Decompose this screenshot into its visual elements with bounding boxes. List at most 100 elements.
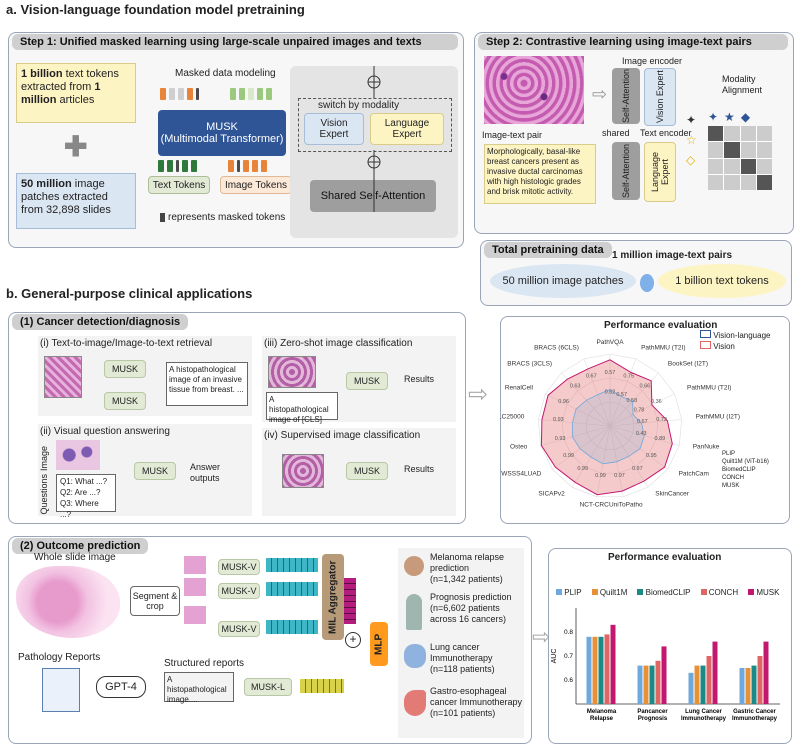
pairs-label: 1 million image-text pairs xyxy=(612,250,733,261)
radar-spoke xyxy=(609,358,637,427)
section-a-title: a. Vision-language foundation model pret… xyxy=(6,2,305,17)
task-3: Lung cancer Immunotherapy(n=118 patients… xyxy=(430,642,495,674)
vqa-image-label: Image xyxy=(39,446,49,472)
radar-value-label: 0.58 xyxy=(626,398,637,404)
radar-value-label: 0.97 xyxy=(614,473,625,479)
musk-l: MUSK-L xyxy=(244,678,292,696)
radar-value-label: 0.67 xyxy=(586,374,597,380)
radar-value-label: 0.93 xyxy=(555,436,566,442)
vision-expert-box: Vision Expert xyxy=(304,113,364,145)
bar-plip xyxy=(637,665,643,704)
zero-shot-title: (iii) Zero-shot image classification xyxy=(264,338,413,349)
self-attention-txt: Self-Attention xyxy=(612,142,640,200)
radar-spoke xyxy=(561,372,611,427)
plus-icon: ✚ xyxy=(64,131,88,162)
lungs-icon xyxy=(404,644,426,668)
bar-conch xyxy=(706,656,712,704)
pair-label: Image-text pair xyxy=(482,130,543,140)
radar-spoke xyxy=(571,425,611,488)
bar-conch xyxy=(757,656,763,704)
drop-icon xyxy=(640,274,654,292)
radar-spoke xyxy=(538,419,611,427)
radar-axis-label: LC25000 xyxy=(500,413,525,420)
radar-spoke xyxy=(609,393,675,427)
section-b-title: b. General-purpose clinical applications xyxy=(6,286,253,301)
melanoma-icon xyxy=(404,556,424,576)
radar-axis-label: RenalCell xyxy=(505,384,534,391)
bar-quilt1m xyxy=(592,636,598,704)
person-icon xyxy=(406,594,422,630)
wsi-label: Whole slide image xyxy=(34,552,116,563)
shared-attention-box: Shared Self-Attention xyxy=(310,180,436,212)
radar-axis-label: PatchCam xyxy=(679,470,709,477)
task-1: Melanoma relapse prediction(n=1,342 pati… xyxy=(430,552,505,584)
outcome-title: (2) Outcome prediction xyxy=(12,538,149,554)
concat-icon: + xyxy=(345,632,361,648)
text-tokens-label: Text Tokens xyxy=(148,176,210,194)
radar-grid-ring xyxy=(537,353,683,498)
radar-value-label: 0.99 xyxy=(563,453,574,459)
big-arrow-2: ⇨ xyxy=(532,624,551,649)
language-expert-box: Language Expert xyxy=(370,113,444,145)
radar-value-label: 0.97 xyxy=(632,466,643,472)
expert-arrows xyxy=(367,66,381,212)
vqa-title: (ii) Visual question answering xyxy=(40,426,170,437)
radar-value-label: 0.75 xyxy=(623,374,634,380)
shared-label: shared xyxy=(602,128,630,138)
vqa-answer: Answer outputs xyxy=(190,462,221,483)
radar-value-label: 0.67 xyxy=(637,419,648,425)
radar-spoke xyxy=(596,425,611,497)
radar-value-label: 0.36 xyxy=(651,399,662,405)
bar-musk xyxy=(712,641,718,704)
step1-title: Step 1: Unified masked learning using la… xyxy=(12,34,458,50)
radar-axis-label: PanNuke xyxy=(693,443,720,450)
switch-label: switch by modality xyxy=(318,100,400,111)
retrieval-image xyxy=(44,356,82,398)
bar-conch xyxy=(655,660,661,704)
bar-biomedclip xyxy=(751,665,757,704)
radar-axis-label: BookSet (I2T) xyxy=(668,360,708,367)
retrieval-title: (i) Text-to-image/Image-to-text retrieva… xyxy=(40,338,213,349)
radar-value-label: 0.99 xyxy=(595,473,606,479)
radar-value-label: 0.96 xyxy=(558,399,569,405)
patches-col xyxy=(184,556,206,636)
vqa-questions-label: Questions xyxy=(39,474,49,515)
y-tick-label: 0.8 xyxy=(564,629,573,636)
musk-vqa: MUSK xyxy=(134,462,176,480)
musk-retrieval-2: MUSK xyxy=(104,392,146,410)
reports-label: Pathology Reports xyxy=(18,652,101,663)
radar-title: Performance evaluation xyxy=(604,320,718,331)
bar-plip xyxy=(688,672,694,704)
bar-musk xyxy=(661,646,667,704)
radar-value-label: 0.93 xyxy=(553,417,564,423)
musk-supervised: MUSK xyxy=(346,462,388,480)
y-tick-label: 0.7 xyxy=(564,653,573,660)
radar-musk-area xyxy=(540,359,673,496)
musk-v-2: MUSK-V xyxy=(218,583,260,599)
text-vector xyxy=(300,679,344,693)
masked-modeling-label: Masked data modeling xyxy=(175,68,276,79)
radar-value-label: 0.62 xyxy=(605,390,616,396)
y-tick-label: 0.6 xyxy=(564,677,573,684)
y-axis-label: AUC xyxy=(551,649,558,664)
musk-v-3: MUSK-V xyxy=(218,621,260,637)
arrow-right-icon: ⇨ xyxy=(592,84,608,104)
bar-conch xyxy=(604,634,610,704)
bar-quilt1m xyxy=(643,665,649,704)
wsi-image xyxy=(16,566,120,638)
radar-value-label: 0.66 xyxy=(640,384,651,390)
segment-box: Segment & crop xyxy=(130,586,180,616)
bar-plip xyxy=(739,668,745,704)
radar-spoke xyxy=(540,425,611,446)
vqa-questions: Q1: What ...?Q2: Are ...?Q3: Where ...? xyxy=(56,474,116,519)
masked-token-note: represents masked tokens xyxy=(160,212,285,223)
stomach-icon xyxy=(404,690,426,716)
histology-image xyxy=(484,56,584,124)
shape-icons: ✦☆◇ xyxy=(686,113,697,167)
